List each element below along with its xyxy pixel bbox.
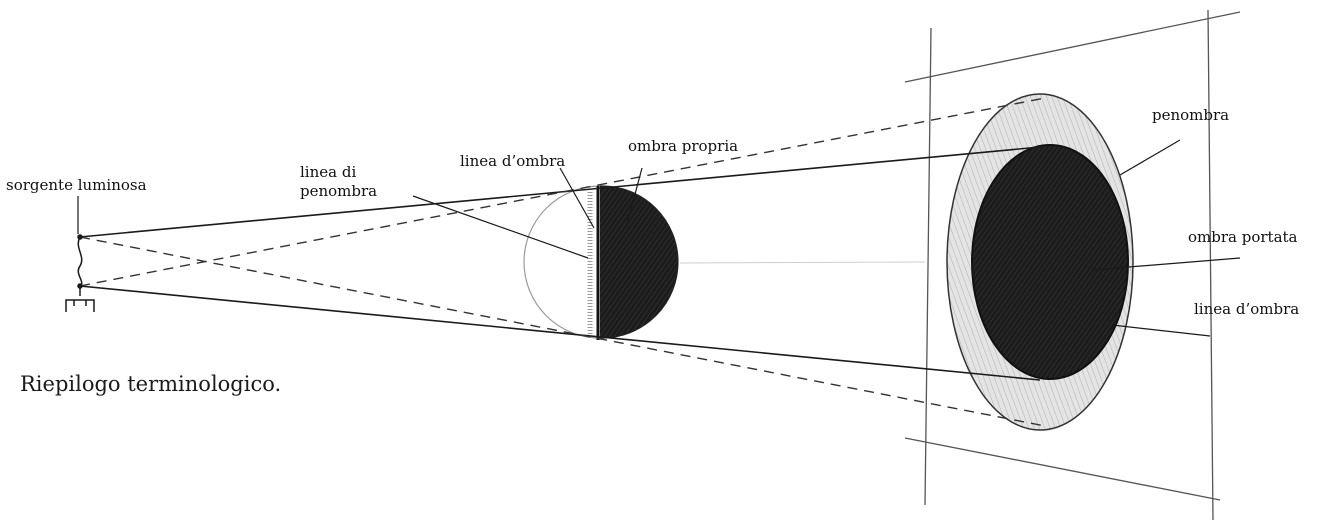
label-shadow-line-object: linea d’ombra <box>460 152 565 171</box>
label-light-source: sorgente luminosa <box>6 176 147 195</box>
label-shadow-line-cast: linea d’ombra <box>1194 300 1299 319</box>
label-penumbra-line-1: linea di <box>300 163 356 182</box>
center-guide <box>680 262 925 263</box>
cast-shadow-region <box>972 145 1128 379</box>
label-penumbra-line-2: penombra <box>300 182 377 201</box>
caption: Riepilogo terminologico. <box>20 372 281 396</box>
light-source-icon <box>66 235 94 312</box>
label-own-shadow: ombra propria <box>628 137 738 156</box>
label-penumbra: penombra <box>1152 106 1229 125</box>
label-cast-shadow: ombra portata <box>1188 228 1297 247</box>
